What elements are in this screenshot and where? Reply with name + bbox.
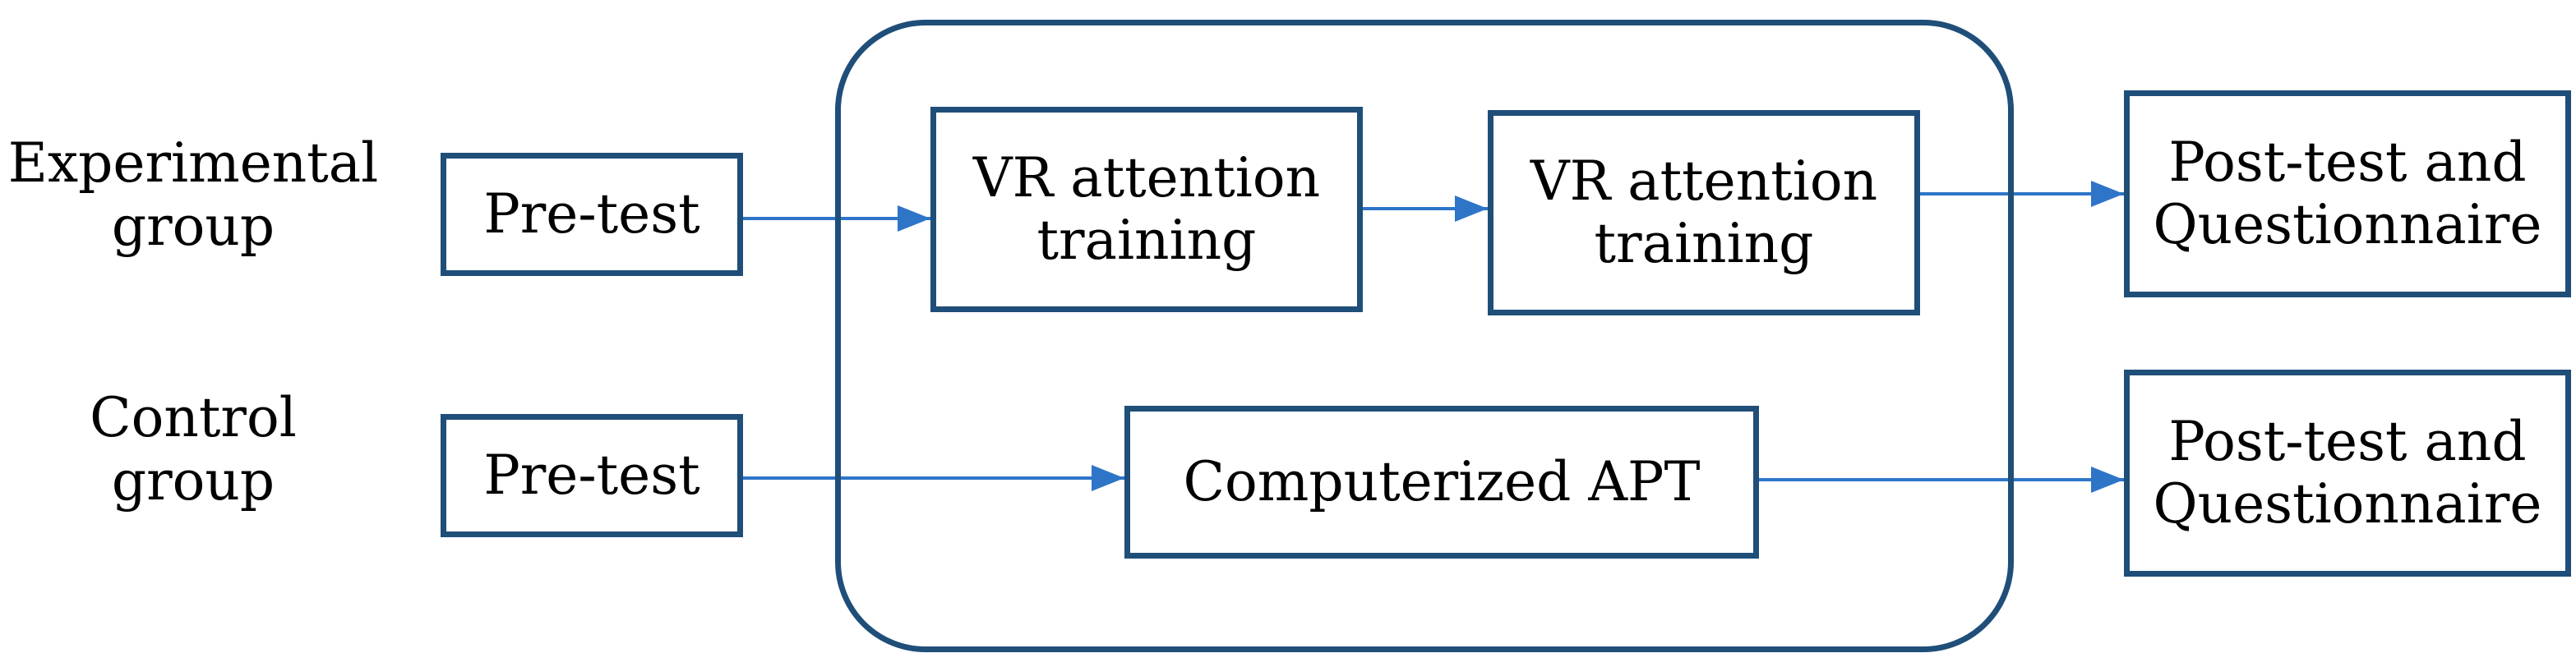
- experimental-pretest-box: Pre-test: [441, 153, 743, 276]
- experimental-posttest-box: Post-test and Questionnaire: [2124, 90, 2571, 297]
- experimental-vr-training-box-1: VR attention training: [930, 107, 1363, 312]
- experimental-group-label: Experimental group: [7, 131, 379, 259]
- control-group-label: Control group: [90, 386, 297, 513]
- intervention-container: [835, 20, 2014, 652]
- experimental-vr-training-box-2: VR attention training: [1488, 110, 1920, 315]
- control-posttest-box: Post-test and Questionnaire: [2124, 370, 2571, 577]
- control-pretest-box: Pre-test: [441, 414, 743, 537]
- control-computerized-apt-box: Computerized APT: [1124, 406, 1759, 559]
